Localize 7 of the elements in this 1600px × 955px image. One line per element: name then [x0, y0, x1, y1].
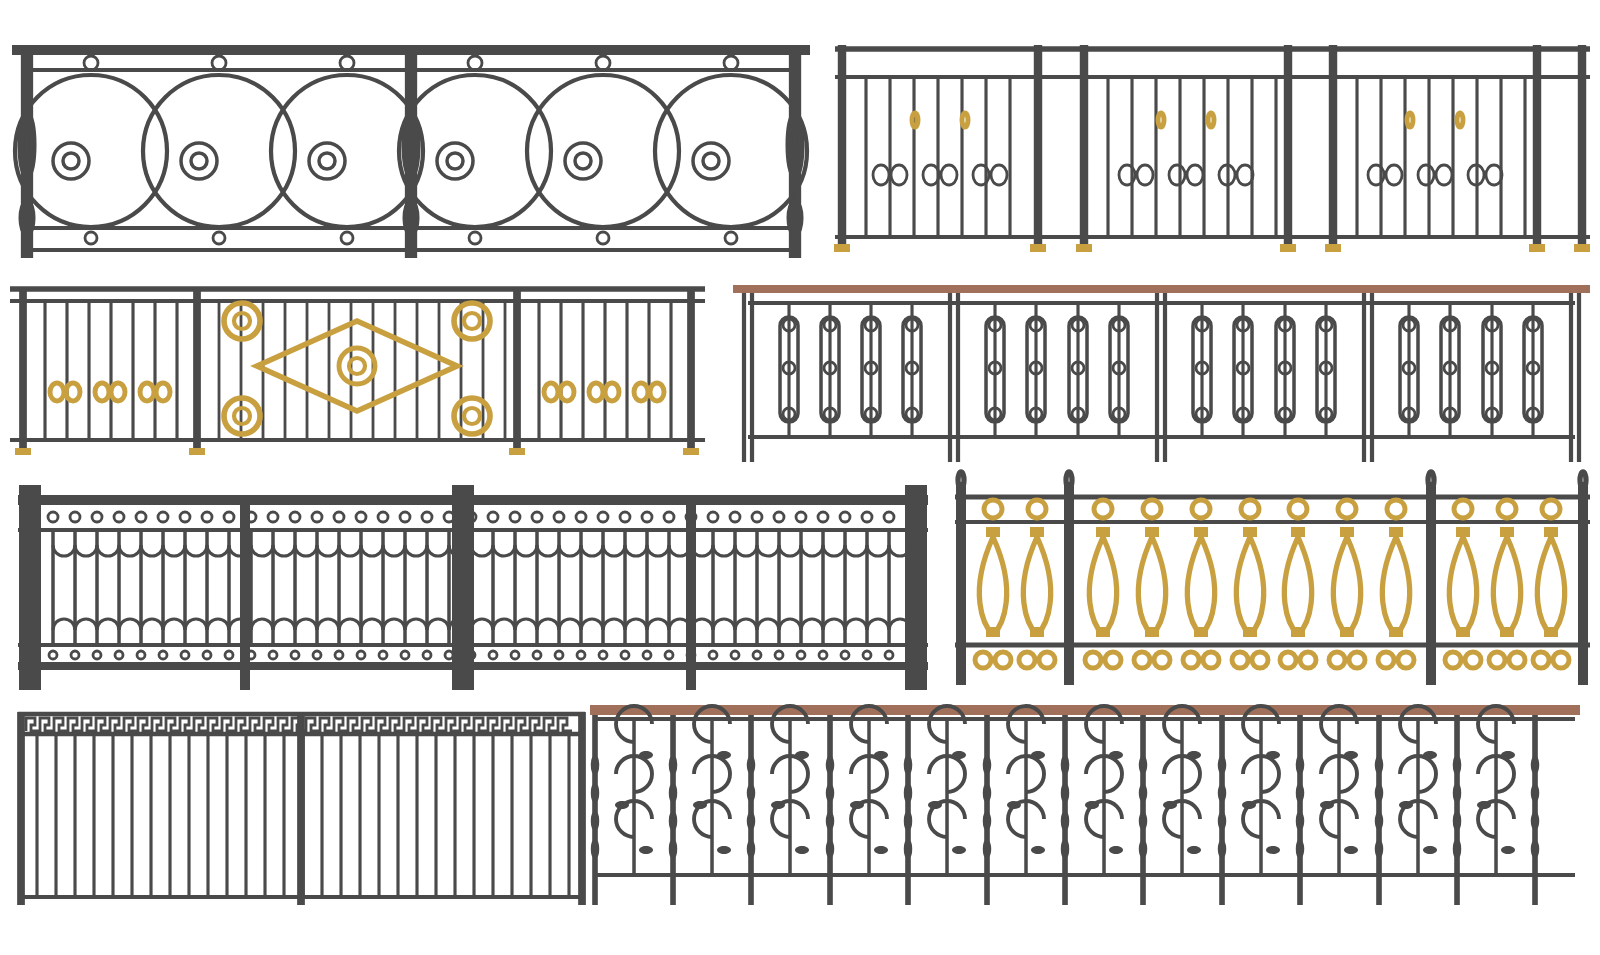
- railing-drawing: [18, 485, 928, 690]
- railing-drawing: [834, 45, 1590, 252]
- railing-drawing: [10, 286, 705, 455]
- railing-drawing: [733, 285, 1590, 462]
- railing-drawing: [12, 45, 810, 258]
- railing-drawing: [955, 469, 1590, 685]
- railing-drawing: [590, 704, 1580, 905]
